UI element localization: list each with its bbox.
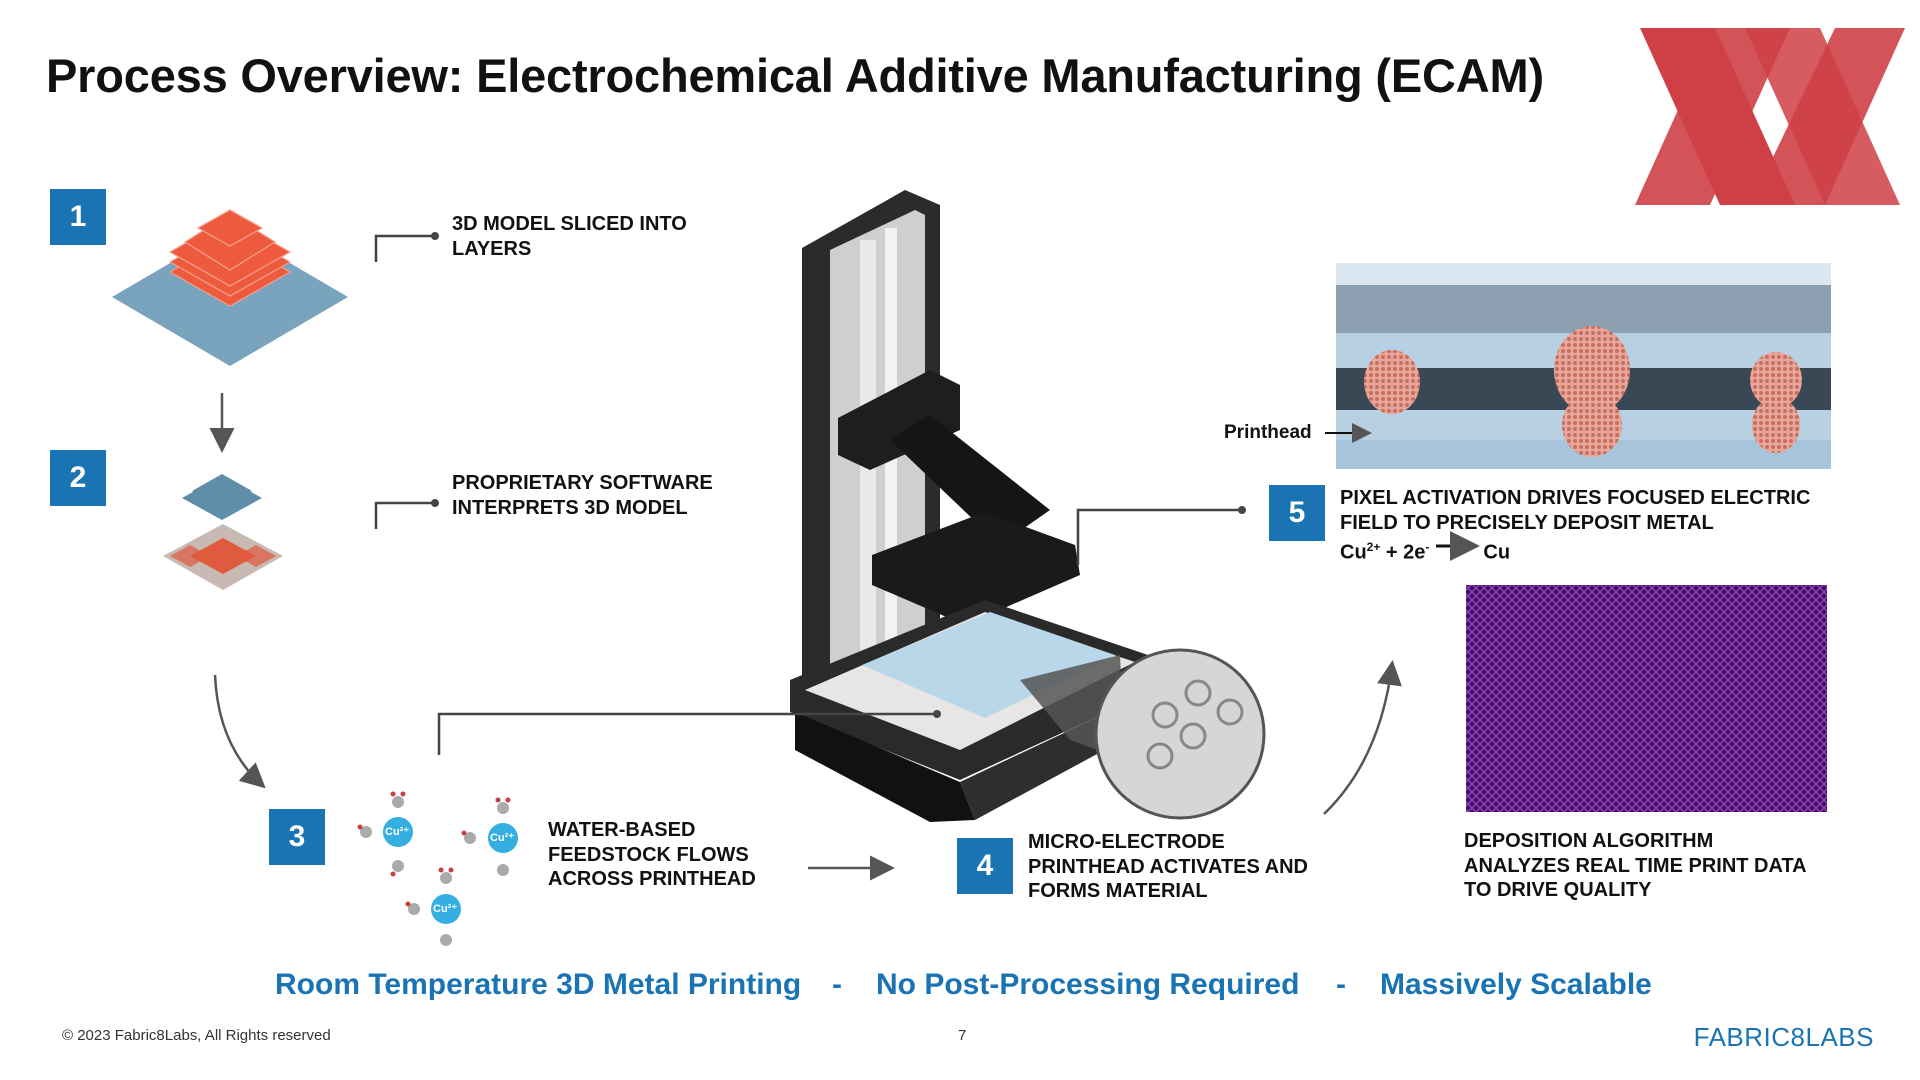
- step-3-line-3: ACROSS PRINTHEAD: [548, 868, 756, 890]
- step-1-text: 3D MODEL SLICED INTO LAYERS: [452, 212, 687, 261]
- algorithm-line-2: ANALYZES REAL TIME PRINT DATA: [1464, 854, 1807, 877]
- copper-ions-graphic: [357, 791, 518, 946]
- ion-label-2: Cu²⁺: [490, 832, 515, 844]
- step-5-text: PIXEL ACTIVATION DRIVES FOCUSED ELECTRIC…: [1340, 486, 1810, 565]
- step-3-line-1: WATER-BASED: [548, 819, 696, 841]
- footer-copyright: © 2023 Fabric8Labs, All Rights reserved: [62, 1027, 331, 1044]
- step-4-line-3: FORMS MATERIAL: [1028, 880, 1208, 902]
- page-title: Process Overview: Electrochemical Additi…: [46, 49, 1544, 102]
- arrow-step2-to-step3: [213, 674, 266, 789]
- step-5-badge: 5: [1269, 485, 1325, 541]
- sliced-model-graphic: [112, 209, 348, 366]
- step-2-line-1: PROPRIETARY SOFTWARE: [452, 472, 713, 494]
- reaction-electron-charge: -: [1425, 540, 1430, 554]
- step-2-badge: 2: [50, 450, 106, 506]
- algorithm-line-1: DEPOSITION ALGORITHM: [1464, 830, 1714, 852]
- printhead-label: Printhead: [1224, 422, 1312, 443]
- tagline-room-temperature: Room Temperature 3D Metal Printing: [275, 968, 802, 1001]
- step-4-line-2: PRINTHEAD ACTIVATES AND: [1028, 855, 1308, 878]
- printhead-render-image: [1336, 263, 1831, 469]
- reaction-rhs: Cu: [1483, 541, 1511, 564]
- step-4-badge: 4: [957, 838, 1013, 894]
- step-5-line-1: PIXEL ACTIVATION DRIVES FOCUSED ELECTRIC: [1340, 487, 1811, 509]
- page-number: 7: [958, 1027, 967, 1044]
- step-4-line-1: MICRO-ELECTRODE: [1028, 831, 1225, 853]
- brand-wordmark: FABRIC8LABS: [1693, 1022, 1874, 1052]
- tagline-no-post-processing: No Post-Processing Required: [876, 968, 1300, 1001]
- reaction-lhs-charge: 2+: [1366, 540, 1381, 554]
- step-4-text: MICRO-ELECTRODE PRINTHEAD ACTIVATES AND …: [1028, 830, 1308, 904]
- tagline-separator-2: -: [1336, 968, 1346, 1001]
- tagline-massively-scalable: Massively Scalable: [1380, 968, 1652, 1001]
- tagline-separator-1: -: [832, 968, 842, 1001]
- deposition-pattern-image: [1466, 585, 1827, 812]
- ion-label-1: Cu²⁺: [385, 826, 410, 838]
- reaction-equation: Cu2+ + 2e-Cu: [1340, 535, 1810, 565]
- ion-label-3: Cu²⁺: [433, 903, 458, 915]
- software-model-graphic: [163, 474, 283, 590]
- step-1-badge: 1: [50, 189, 106, 245]
- step-2-line-2: INTERPRETS 3D MODEL: [452, 496, 688, 519]
- printer-machine-graphic: [790, 190, 1160, 822]
- step-2-text: PROPRIETARY SOFTWARE INTERPRETS 3D MODEL: [452, 471, 713, 520]
- reaction-lhs: Cu: [1340, 541, 1367, 564]
- reaction-electrons: + 2e: [1380, 541, 1426, 564]
- step-5-line-2: FIELD TO PRECISELY DEPOSIT METAL: [1340, 511, 1714, 534]
- arrow-step4-to-step5: [1323, 660, 1402, 815]
- step-3-text: WATER-BASED FEEDSTOCK FLOWS ACROSS PRINT…: [548, 818, 756, 892]
- step-3-badge: 3: [269, 809, 325, 865]
- algorithm-text: DEPOSITION ALGORITHM ANALYZES REAL TIME …: [1464, 829, 1807, 903]
- electrode-zoom-graphic: [1020, 648, 1266, 820]
- step-1-line-1: 3D MODEL SLICED INTO: [452, 213, 687, 235]
- step-1-line-2: LAYERS: [452, 237, 532, 260]
- algorithm-line-3: TO DRIVE QUALITY: [1464, 879, 1652, 901]
- step-3-line-2: FEEDSTOCK FLOWS: [548, 843, 749, 866]
